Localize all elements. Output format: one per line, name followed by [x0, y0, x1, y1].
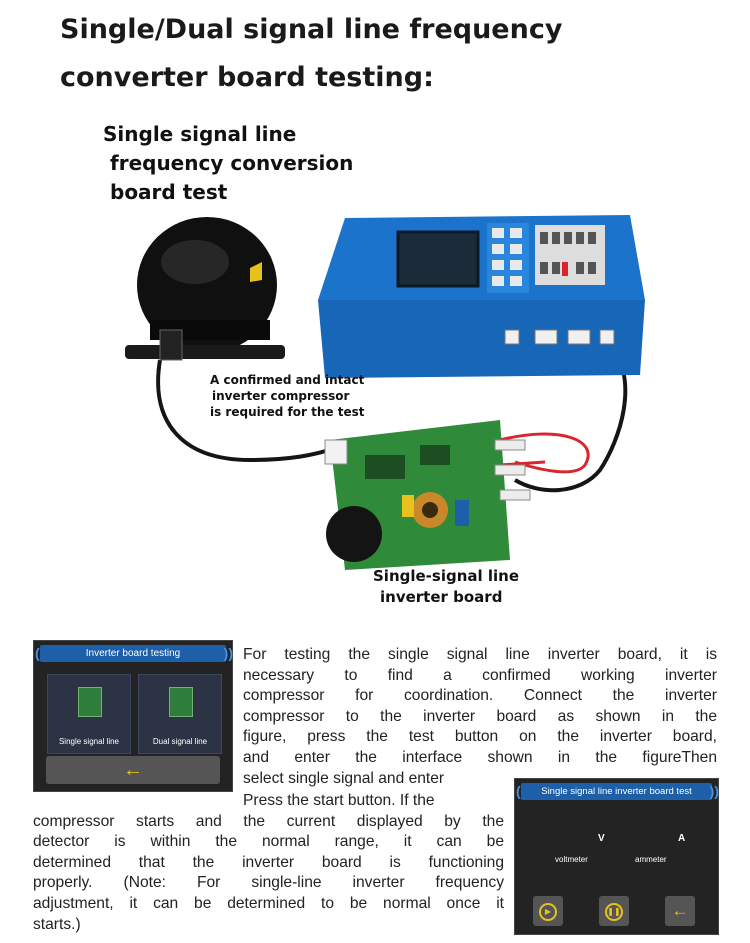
compressor-cable — [156, 359, 336, 463]
back-button[interactable]: ← — [665, 896, 695, 926]
pause-button[interactable]: ❚❚ — [599, 896, 629, 926]
section-heading-line-1: Single signal line — [103, 122, 297, 146]
text-line: adjustment, it can be determined to be n… — [33, 894, 504, 912]
bracket-right-icon: )) — [709, 783, 719, 799]
text-line: determined that the inverter board is fu… — [33, 853, 504, 871]
tile-dual-label: Dual signal line — [152, 737, 208, 746]
section-heading-line-3: board test — [110, 180, 228, 204]
tester-device — [318, 215, 645, 378]
tile-single-label: Single signal line — [58, 737, 120, 746]
instructions-paragraph-top: For testing the single signal line inver… — [243, 645, 717, 789]
single-signal-test-screen: (( Single signal line inverter board tes… — [514, 778, 719, 935]
board-icon — [78, 687, 102, 717]
compressor-note-line-3: is required for the test — [210, 405, 365, 419]
text-line: necessary to find a confirmed working in… — [243, 666, 717, 684]
warning-label-icon — [250, 262, 262, 282]
text-line: starts.) — [33, 915, 81, 933]
text-line: compressor for coordination. Connect the… — [243, 687, 717, 705]
page-title: Single/Dual signal line frequency conver… — [60, 6, 710, 102]
instructions-paragraph-bottom: Press the start button. If the compresso… — [33, 791, 504, 935]
text-line: and enter the interface shown in the fig… — [243, 748, 717, 766]
section-heading: Single signal line frequency conversion … — [103, 120, 353, 207]
board-icon — [169, 687, 193, 717]
play-icon: ▶ — [539, 902, 557, 921]
inverter-testing-screen: (( Inverter board testing )) Single sign… — [33, 640, 233, 792]
board-caption: Single-signal line inverter board — [373, 566, 519, 608]
text-line: properly. (Note: For single-line inverte… — [33, 874, 504, 892]
arrow-left-icon: ← — [123, 759, 143, 781]
ammeter-label: ammeter — [635, 855, 667, 864]
tile-dual-signal[interactable]: Dual signal line — [138, 674, 222, 754]
start-button[interactable]: ▶ — [533, 896, 563, 926]
device-screen — [396, 230, 480, 288]
text-line: select single signal and enter — [243, 769, 445, 787]
volt-unit: V — [598, 833, 605, 844]
section-heading-line-2: frequency conversion — [110, 151, 354, 175]
capacitor — [326, 506, 382, 562]
board-caption-line-2: inverter board — [380, 588, 503, 606]
screen-title: Single signal line inverter board test — [521, 783, 712, 800]
tester-cable — [513, 343, 628, 493]
compressor-note-line-1: A confirmed and intact — [210, 373, 365, 387]
text-line: figure, press the test button on the inv… — [243, 728, 717, 746]
voltmeter-label: voltmeter — [555, 855, 588, 864]
text-line: Press the start button. If the — [243, 792, 435, 809]
text-line: detector is within the normal range, it … — [33, 833, 504, 851]
bracket-right-icon: )) — [223, 645, 233, 661]
red-lead — [499, 432, 590, 474]
text-line: compressor starts and the current displa… — [33, 812, 504, 830]
compressor-note-line-2: inverter compressor — [212, 389, 350, 403]
pause-icon: ❚❚ — [605, 902, 623, 921]
bracket-left-icon: (( — [516, 782, 525, 800]
bracket-left-icon: (( — [35, 644, 44, 662]
text-line: For testing the single signal line inver… — [243, 646, 717, 663]
board-caption-line-1: Single-signal line — [373, 567, 520, 585]
screen-title: Inverter board testing — [40, 645, 226, 662]
amp-unit: A — [678, 833, 686, 844]
tile-single-signal[interactable]: Single signal line — [47, 674, 131, 754]
arrow-left-icon: ← — [671, 901, 689, 920]
text-line: compressor to the inverter board as show… — [243, 707, 717, 725]
compressor-note: A confirmed and intact inverter compress… — [210, 372, 364, 420]
inverter-board — [324, 420, 531, 570]
back-button[interactable]: ← — [46, 756, 220, 784]
title-line-2: converter board testing: — [60, 62, 434, 93]
title-line-1: Single/Dual signal line frequency — [60, 14, 563, 45]
compressor — [125, 217, 285, 361]
